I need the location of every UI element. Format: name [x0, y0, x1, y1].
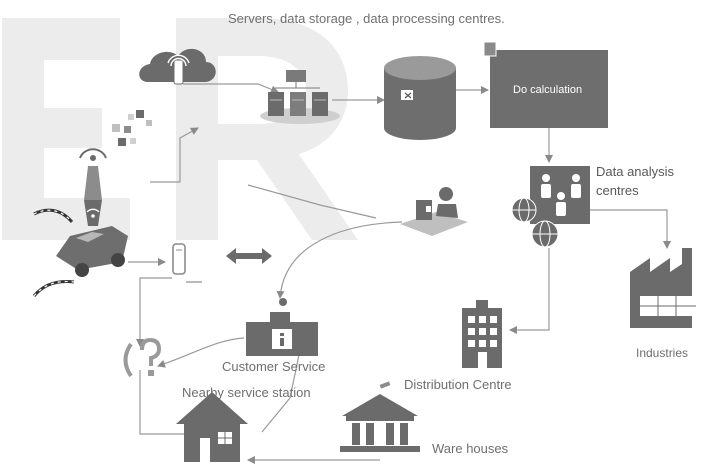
operator-workstation-icon — [400, 187, 468, 236]
customer-service-label: Customer Service — [222, 359, 326, 374]
factory-icon — [630, 248, 696, 328]
data-blocks-icon — [112, 110, 152, 146]
office-building-icon — [462, 300, 502, 368]
info-desk-icon — [246, 298, 318, 356]
phone-icon — [172, 243, 202, 283]
connector-lines — [128, 83, 671, 464]
diagram-title: Servers, data storage , data processing … — [228, 11, 505, 26]
bank-warehouse-icon — [340, 381, 420, 452]
globe-icon — [531, 220, 559, 248]
house-icon — [176, 392, 248, 462]
watermark — [2, 18, 358, 240]
analysis-people-icon — [530, 166, 590, 224]
analysis-label-line-1: Data analysis — [596, 164, 675, 179]
service-station-label: Nearby service station — [182, 385, 311, 400]
database-icon — [384, 56, 456, 140]
calculation-label: Do calculation — [513, 84, 583, 96]
warehouses-label: Ware houses — [432, 441, 509, 456]
server-rack-icon — [260, 70, 340, 124]
analysis-label: Data analysis centres — [596, 162, 674, 200]
double-arrow-icon — [226, 248, 272, 264]
calculation-node — [483, 41, 608, 128]
help-question-icon — [123, 337, 162, 378]
industries-label: Industries — [636, 346, 689, 360]
transmission-tower-icon — [79, 148, 107, 226]
globe-icon — [511, 197, 537, 223]
analysis-label-line-2: centres — [596, 183, 639, 198]
road-edge-icon — [32, 208, 75, 297]
distribution-label: Distribution Centre — [404, 377, 512, 392]
wifi-cloud-icon — [139, 48, 216, 85]
car-icon — [56, 226, 128, 277]
